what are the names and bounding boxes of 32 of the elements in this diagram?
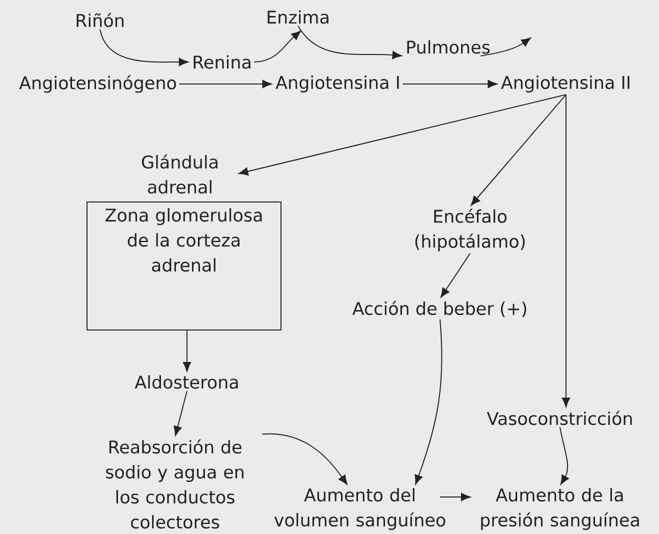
arrow <box>402 80 498 88</box>
node-label: Pulmones <box>407 40 490 54</box>
node-label: Vasoconstricción <box>486 410 632 426</box>
labeled-box: Zona glomerulosa de la corteza adrenal <box>86 202 282 330</box>
node-label: Aumento del volumen sanguíneo <box>274 488 446 530</box>
arrow <box>182 330 192 372</box>
arrow <box>174 390 188 436</box>
arrow <box>238 94 566 176</box>
box-heading: Glándula adrenal <box>142 154 218 194</box>
arrow <box>178 80 272 88</box>
node-label: Acción de beber (+) <box>352 300 526 318</box>
node-label: Enzima <box>268 10 328 24</box>
node-label: Reabsorción de sodio y agua en los conductos colectores <box>106 439 244 529</box>
arrow <box>560 426 569 485</box>
node-label: Angiotensina I <box>276 76 399 92</box>
arrow <box>440 253 470 298</box>
arrow <box>414 318 442 485</box>
arrow <box>470 94 566 206</box>
node-label: Riñón <box>76 12 124 28</box>
node-label: Renina <box>194 55 250 69</box>
node-label: Angiotensina II <box>501 76 630 92</box>
node-label: Encéfalo (hipotálamo) <box>415 208 525 252</box>
arrow <box>480 38 531 56</box>
arrow <box>440 492 471 502</box>
node-label: Aldosterona <box>134 375 238 389</box>
node-label: Angiotensinógeno <box>19 75 176 93</box>
arrow <box>100 28 188 66</box>
arrow <box>254 30 302 62</box>
node-label: Aumento de la presión sanguínea <box>481 488 639 530</box>
arrow <box>262 433 348 485</box>
arrow <box>298 25 402 60</box>
arrow <box>562 94 570 408</box>
